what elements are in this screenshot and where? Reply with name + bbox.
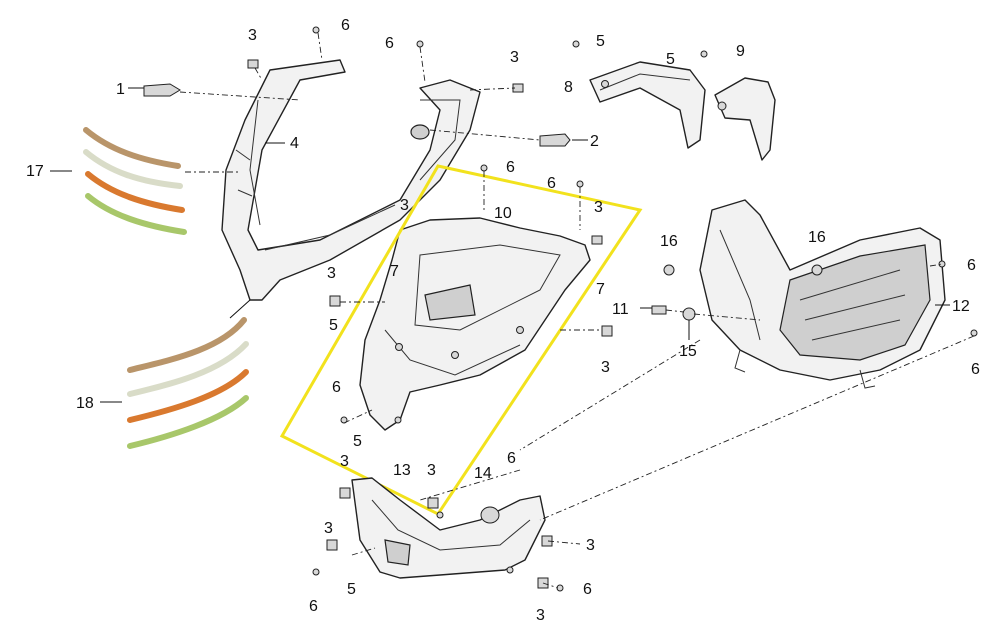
stripe-green	[127, 395, 249, 449]
callout-10: 10	[494, 205, 512, 222]
garnish-part-8	[589, 61, 706, 149]
callout-16: 16	[660, 233, 678, 250]
inner-cover-part-10	[359, 217, 591, 431]
callout-3: 3	[327, 265, 336, 282]
stripe-green	[85, 193, 187, 235]
callout-5: 5	[666, 51, 675, 68]
callout-13: 13	[393, 462, 411, 479]
callout-5: 5	[347, 581, 356, 598]
stripe-orange	[85, 171, 185, 213]
callout-17: 17	[26, 163, 44, 180]
callout-3: 3	[400, 197, 409, 214]
callout-3: 3	[536, 607, 545, 624]
stripe-bronze	[83, 127, 181, 169]
leader-lines	[50, 87, 950, 403]
callout-6: 6	[385, 35, 394, 52]
callout-1: 1	[116, 81, 125, 98]
callout-14: 14	[474, 465, 492, 482]
callout-15: 15	[679, 343, 697, 360]
callout-3: 3	[594, 199, 603, 216]
callout-5: 5	[329, 317, 338, 334]
callout-labels: 1 2 3 3 3 3 3 3 3 3 3 3 3 4 5 5 5 5 5 6 …	[26, 17, 980, 624]
callout-11: 11	[612, 301, 629, 318]
stripe-silver	[127, 341, 249, 397]
assembly-lines	[179, 32, 975, 589]
headlight-part-12	[699, 199, 946, 389]
callout-3: 3	[586, 537, 595, 554]
callout-4: 4	[290, 135, 299, 152]
stripe-bronze	[127, 317, 247, 373]
garnish-part-9	[714, 77, 776, 161]
callout-7: 7	[596, 281, 605, 298]
callout-12: 12	[952, 298, 970, 315]
callout-6: 6	[332, 379, 341, 396]
callout-3: 3	[324, 520, 333, 537]
callout-5: 5	[353, 433, 362, 450]
callout-6: 6	[967, 257, 976, 274]
callout-6: 6	[507, 450, 516, 467]
callout-3: 3	[510, 49, 519, 66]
callout-6: 6	[506, 159, 515, 176]
callout-5: 5	[596, 33, 605, 50]
callout-6: 6	[583, 581, 592, 598]
callout-9: 9	[736, 43, 745, 60]
callout-6: 6	[971, 361, 980, 378]
callout-6: 6	[309, 598, 318, 615]
callout-6: 6	[547, 175, 556, 192]
callout-3: 3	[601, 359, 610, 376]
decal-stripes-18	[127, 317, 249, 449]
callout-6: 6	[341, 17, 350, 34]
callout-7: 7	[390, 263, 399, 280]
stripe-silver	[83, 149, 183, 189]
callout-3: 3	[248, 27, 257, 44]
callout-3: 3	[340, 453, 349, 470]
callout-3: 3	[427, 462, 436, 479]
callout-8: 8	[564, 79, 573, 96]
callout-2: 2	[590, 133, 599, 150]
stripe-orange	[127, 369, 249, 423]
lower-cover-part-13	[351, 477, 546, 579]
callout-18: 18	[76, 395, 94, 412]
decal-stripes-17	[83, 127, 187, 235]
callout-16: 16	[808, 229, 826, 246]
